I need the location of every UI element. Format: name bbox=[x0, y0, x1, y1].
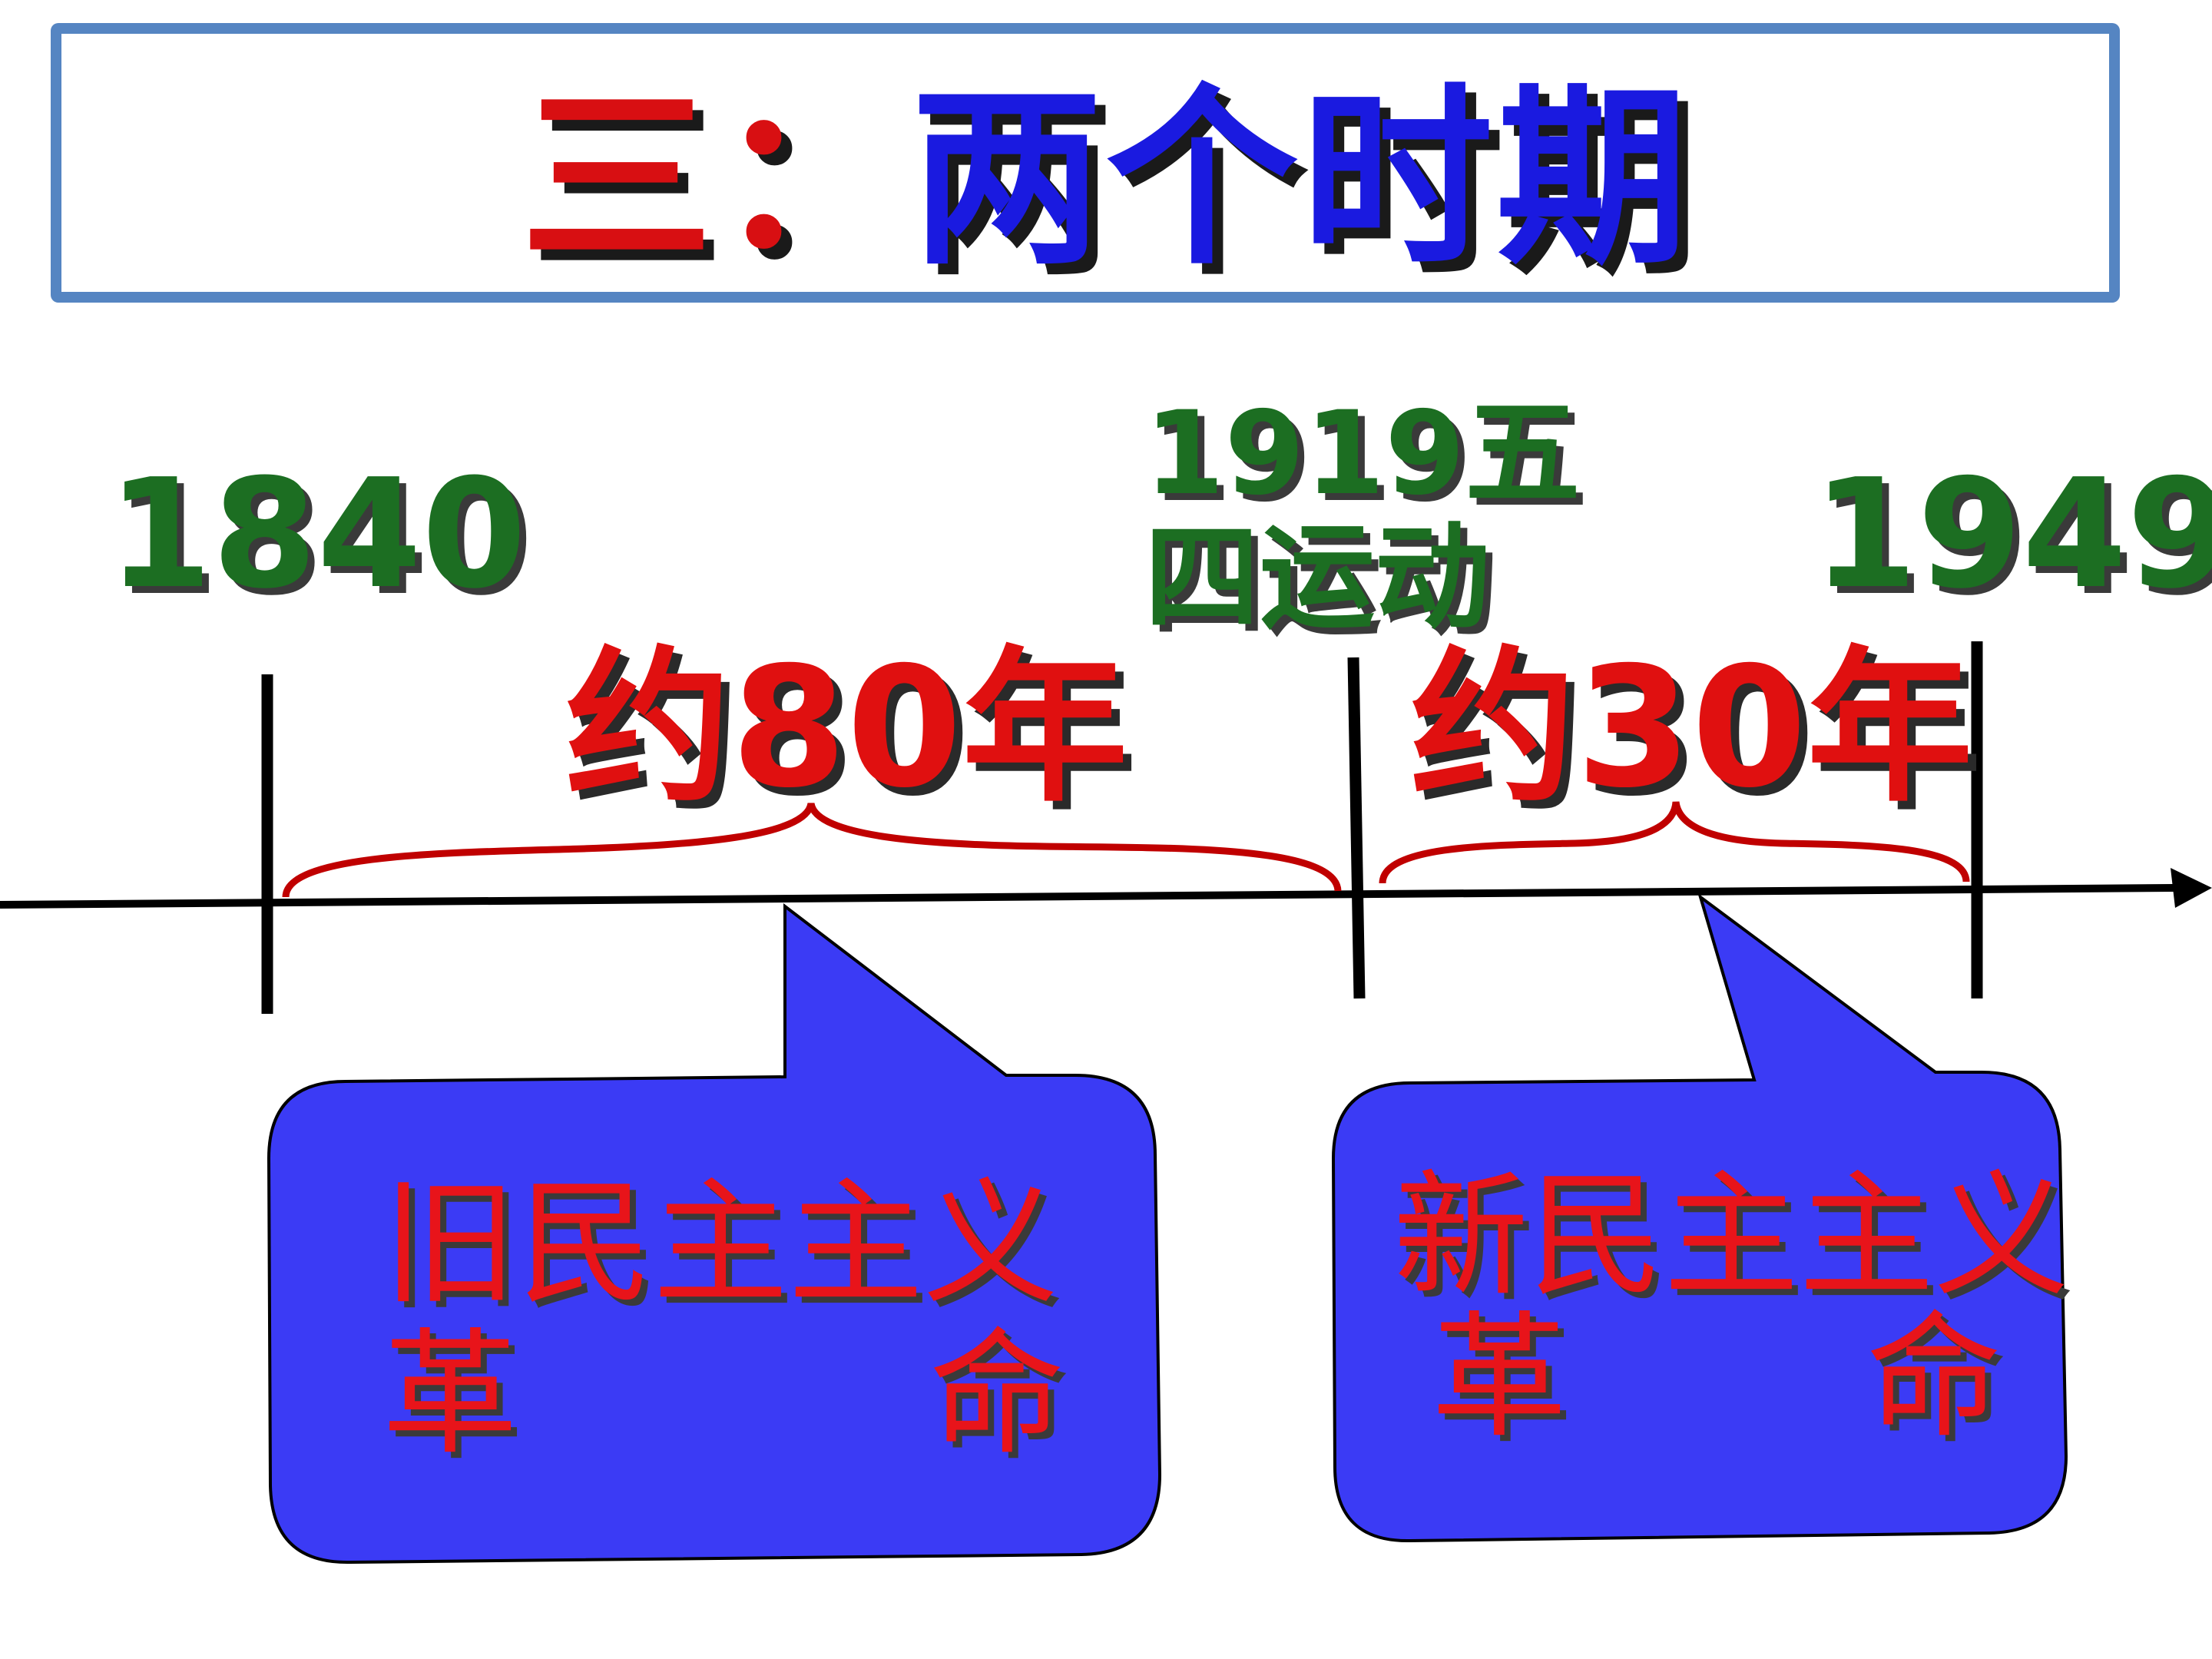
brace-period-2 bbox=[1379, 801, 1970, 884]
arrow-head-icon bbox=[2171, 868, 2212, 908]
duration-label-2: 约30年 bbox=[1410, 631, 1973, 824]
title-prefix: 三： bbox=[521, 67, 911, 290]
year-label-1949: 1949 bbox=[1813, 447, 2212, 622]
callout-1-line1: 旧民主主义 bbox=[382, 1165, 1059, 1323]
callout-bubble-1 bbox=[267, 902, 1162, 1565]
callout-bubble-2 bbox=[1331, 892, 2068, 1543]
tick-1919 bbox=[1347, 657, 1366, 999]
title-main: 两个时期 bbox=[911, 67, 1691, 290]
callout-2-line2-right: 命 bbox=[1866, 1299, 2002, 1456]
duration-label-1: 约80年 bbox=[565, 631, 1128, 824]
brace-period-1 bbox=[282, 802, 1342, 898]
year-1919-line1: 1919五 bbox=[1144, 387, 1581, 521]
callout-2-line2-left: 革 bbox=[1432, 1299, 1568, 1456]
year-label-1840: 1840 bbox=[108, 447, 527, 622]
callout-2-line1: 新民主主义 bbox=[1393, 1157, 2070, 1315]
slide-title: 三： 两个时期 bbox=[0, 0, 2212, 323]
callout-1-line2-right: 命 bbox=[929, 1316, 1065, 1473]
timeline-axis bbox=[0, 884, 2174, 909]
year-1919-line2: 四运动 bbox=[1144, 512, 1491, 645]
title-box bbox=[51, 23, 2120, 303]
year-label-1919: 1919五 四运动 bbox=[1144, 392, 1580, 641]
callout-1-line2-left: 革 bbox=[382, 1316, 518, 1473]
